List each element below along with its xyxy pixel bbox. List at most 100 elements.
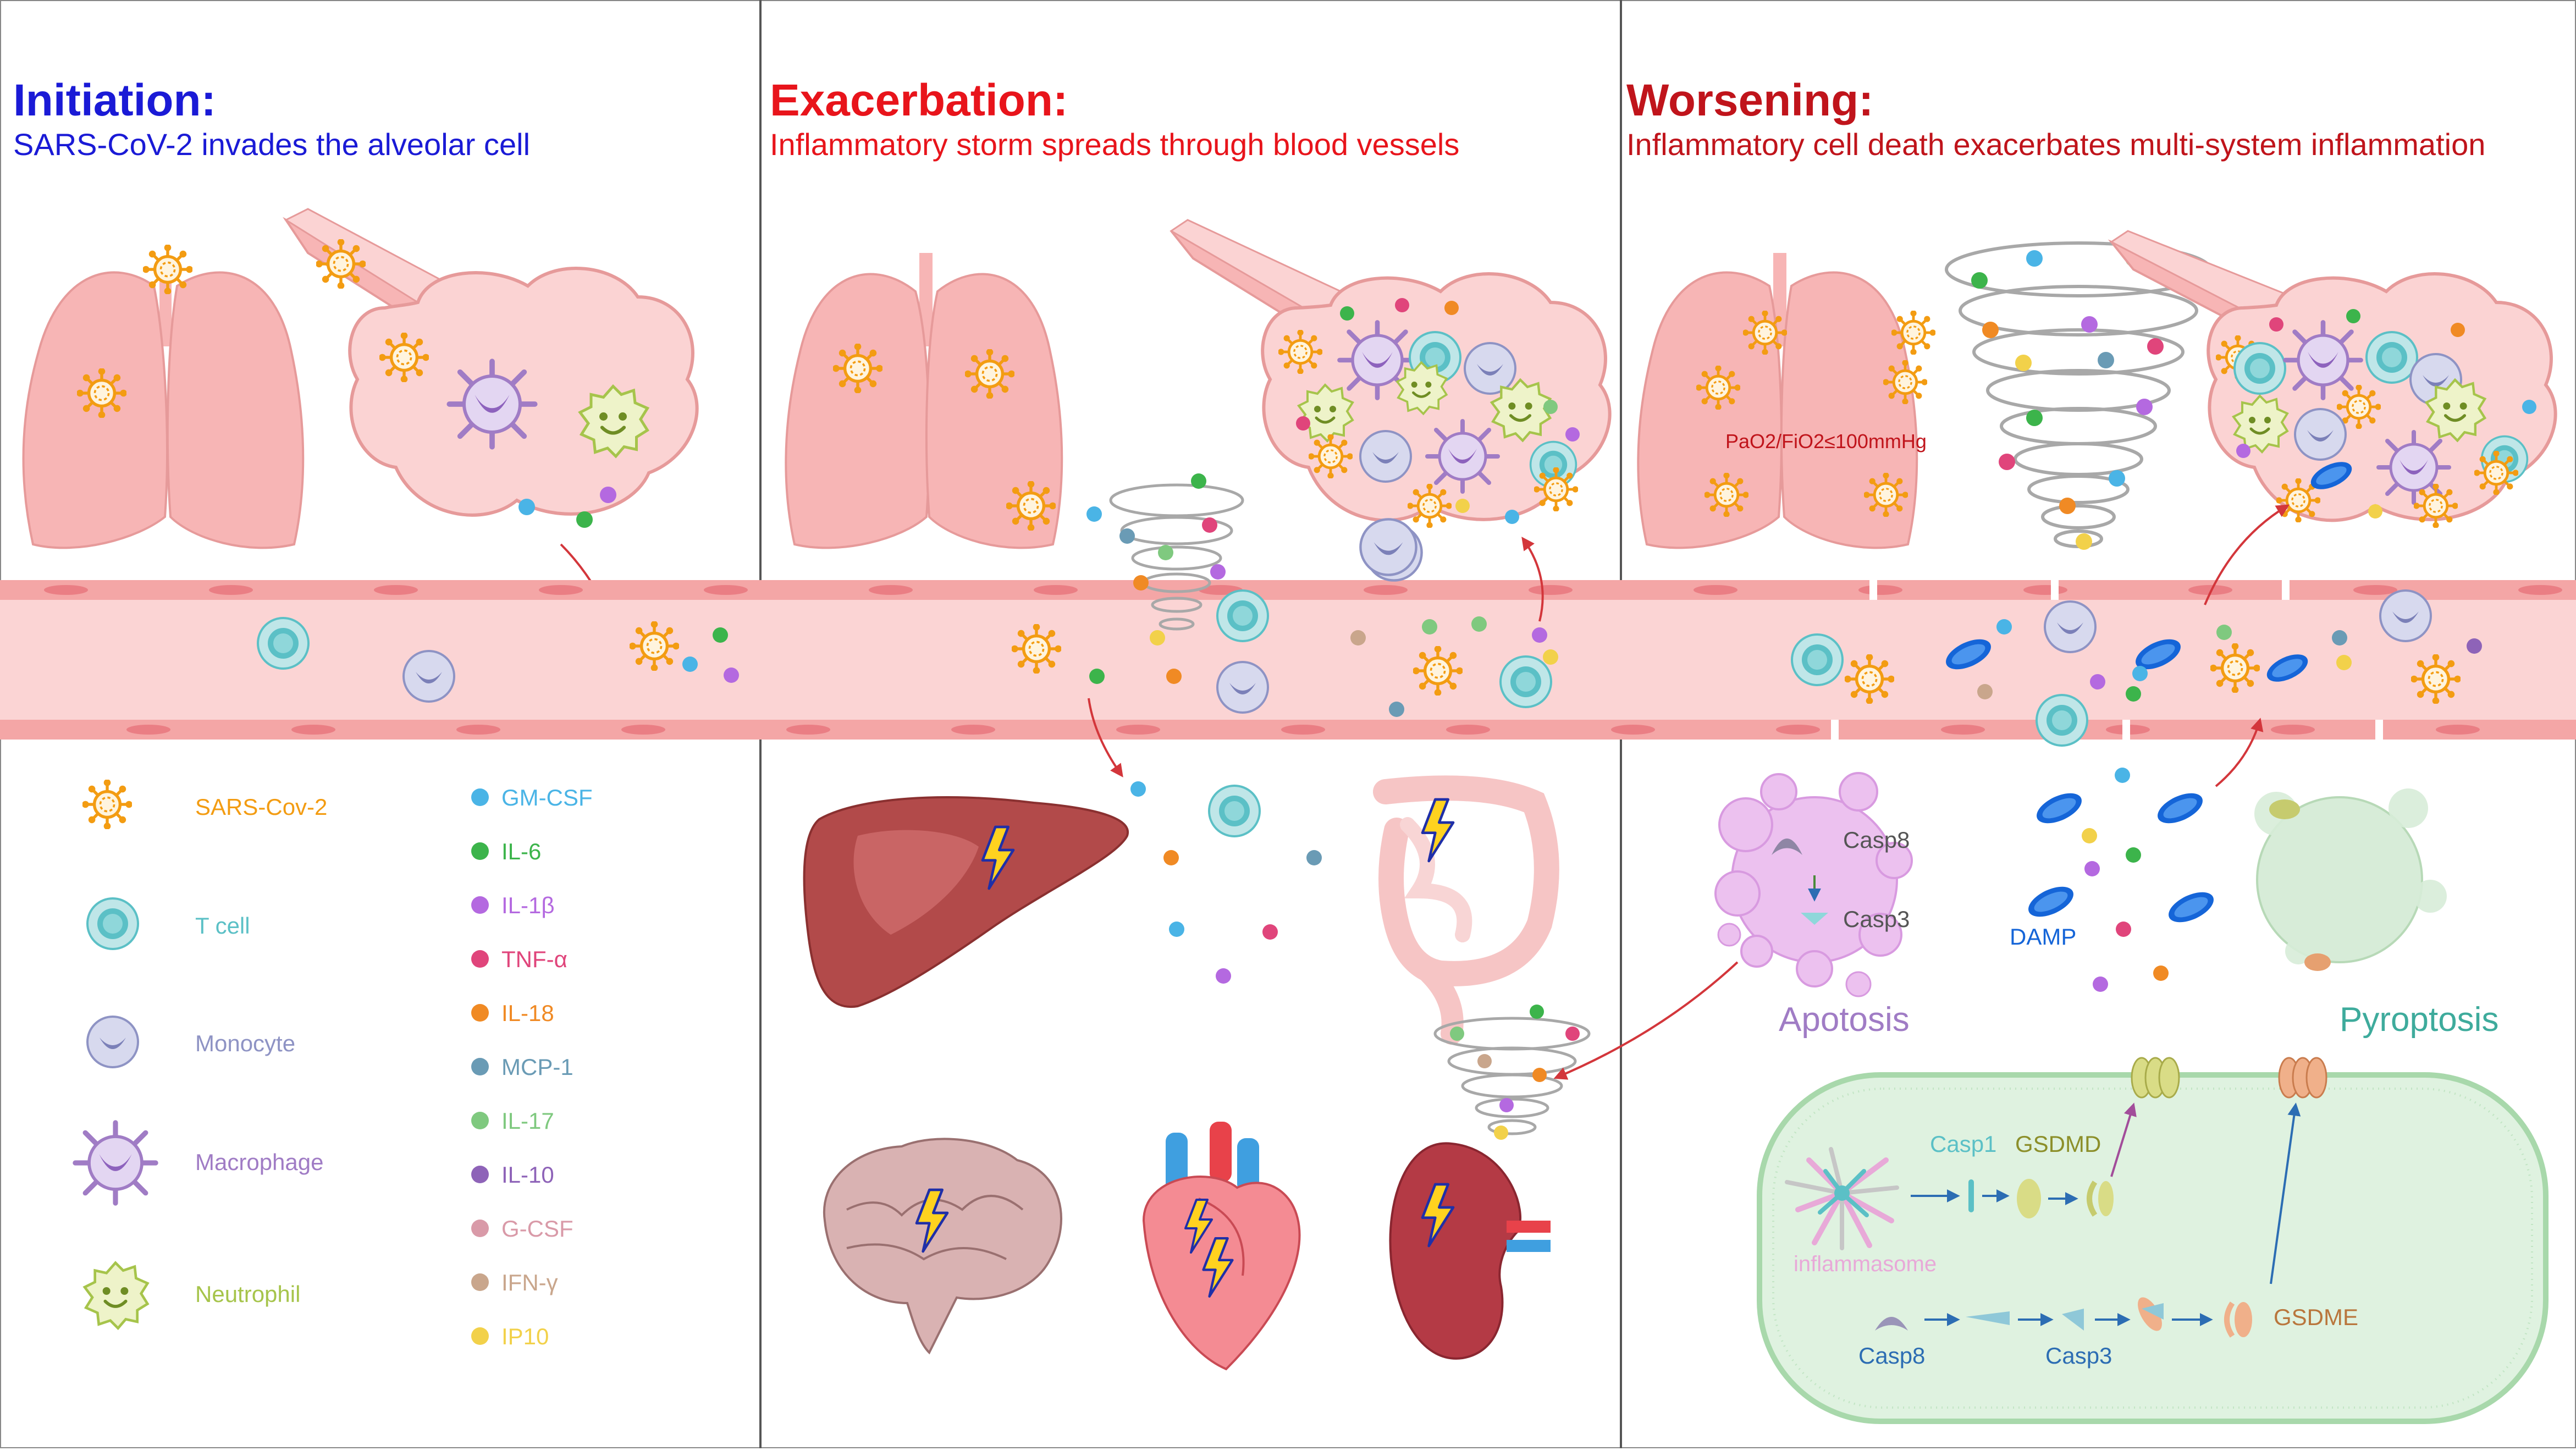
- casp1-label: Casp1: [1930, 1131, 1996, 1157]
- legend-cytokine-dot: [471, 788, 489, 806]
- legend-monocyte-icon: [86, 1016, 139, 1068]
- monocyte-icon: [2294, 408, 2347, 461]
- heading-initiation: Initiation:: [13, 75, 216, 125]
- inflammasome-label: inflammasome: [1794, 1252, 1937, 1276]
- intestine: [1373, 775, 1559, 1045]
- heading-exacerbation: Exacerbation:: [770, 75, 1068, 125]
- legend-cytokine-dot: [471, 950, 489, 968]
- subtitle-exacerbation: Inflammatory storm spreads through blood…: [770, 127, 1459, 162]
- cytokine-gm-csf: [682, 656, 698, 672]
- casp8-label-cell: Casp8: [1843, 827, 1910, 853]
- virus-icon: [142, 244, 193, 295]
- gsdmd-n-fragment-body: [2098, 1181, 2114, 1216]
- monocyte-icon: [1360, 519, 1416, 575]
- damp-cytokines: [2082, 768, 2169, 992]
- t-cell-icon: [1216, 589, 1269, 642]
- vessel-cytokines: [1089, 616, 1558, 717]
- gsdmd-label: GSDMD: [2015, 1131, 2101, 1157]
- return-arrow: [1521, 537, 1544, 622]
- monocyte-icon: [1216, 661, 1269, 714]
- left-lung: [1637, 271, 1783, 549]
- virus-icon: [316, 239, 366, 289]
- lungs-panel2: [785, 253, 1063, 549]
- pathway-cell: [1757, 1072, 2549, 1424]
- left-lung: [22, 271, 168, 549]
- monocyte-icon: [2044, 600, 2097, 653]
- right-lung: [166, 271, 305, 549]
- virus-icon: [1704, 472, 1749, 517]
- virus-icon: [1891, 310, 1936, 355]
- legend-cytokine-label: GM-CSF: [501, 785, 593, 810]
- virus-icon: [2210, 643, 2260, 693]
- virus-icon: [1407, 483, 1452, 528]
- cytokine-storm-tornado-large: [1945, 241, 2212, 548]
- virus-icon: [1278, 329, 1323, 374]
- vessel-leak-gaps: [1831, 580, 2383, 740]
- virus-icon: [832, 343, 883, 394]
- virus-icon: [1696, 365, 1741, 410]
- legend-cytokine-label: IL-18: [501, 1000, 554, 1026]
- cytokine-storm-tornado-lower: [1433, 1017, 1591, 1135]
- scattered-cytokines-panel2: [1130, 781, 1322, 984]
- organ-arrow: [1088, 698, 1123, 777]
- gsdmd-n-fragment: [2087, 1180, 2098, 1217]
- panel3-vessel-cytokines: [1977, 619, 2482, 702]
- legend-cytokine-label: IL-6: [501, 838, 541, 864]
- cytokine-il-6: [713, 627, 728, 643]
- pore-arrow: [2110, 1102, 2137, 1177]
- gsdme-pore-top: [2278, 1057, 2327, 1099]
- monocyte-icon: [2379, 589, 2432, 642]
- legend-cytokine-dot: [471, 1273, 489, 1291]
- cytokine-gm-csf: [518, 499, 535, 515]
- macrophage-icon: [2379, 432, 2449, 503]
- casp8-path-label: Casp8: [1858, 1343, 1925, 1369]
- legend-cytokine-dot: [471, 1058, 489, 1075]
- legend-cytokine-dot: [471, 1112, 489, 1129]
- pyroptosis-label: Pyroptosis: [2340, 1001, 2498, 1039]
- casp3-path-label: Casp3: [2045, 1343, 2112, 1369]
- legend-virus-label: SARS-Cov-2: [195, 794, 327, 820]
- legend-monocyte-label: Monocyte: [195, 1030, 295, 1056]
- virus-icon: [1534, 467, 1579, 512]
- pore-arrow: [2270, 1102, 2301, 1284]
- casp8-path-icon: [1875, 1317, 1908, 1331]
- t-cell-icon: [2365, 331, 2418, 384]
- return-arrow: [2204, 504, 2290, 605]
- virus-icon: [1006, 481, 1056, 531]
- legend-cytokine-label: IP10: [501, 1323, 549, 1349]
- lower-tornado-cytokines: [1450, 1005, 1580, 1140]
- apoptosis-cell: [1714, 772, 1913, 997]
- damp-icon: [2023, 880, 2078, 923]
- virus-icon: [1011, 624, 1062, 674]
- apoptosis-label: Apotosis: [1779, 1001, 1910, 1039]
- cytokine-il-1b: [724, 667, 739, 683]
- subtitle-worsening: Inflammatory cell death exacerbates mult…: [1626, 127, 2485, 162]
- pro-casp3-icon: [1966, 1311, 2010, 1325]
- pao2-fio2-ratio: PaO2/FiO2≤100mmHg: [1725, 430, 1927, 453]
- t-cell-icon: [2036, 694, 2088, 747]
- legend-cytokine-label: MCP-1: [501, 1054, 573, 1080]
- t-cell-icon: [1791, 633, 1844, 686]
- alveolus-cytokines: [1296, 298, 1580, 524]
- legend-cytokine-label: G-CSF: [501, 1216, 573, 1242]
- virus-icon: [2474, 450, 2519, 495]
- legend-cytokine-label: TNF-α: [501, 946, 567, 972]
- virus-icon: [76, 368, 127, 418]
- damp-icon: [2032, 787, 2087, 830]
- tornado-cytokines: [1086, 473, 1226, 645]
- gsdme-cleavage-icon: [2138, 1297, 2164, 1331]
- virus-icon: [1413, 645, 1463, 696]
- alveolus-sac: [348, 266, 699, 517]
- t-cell-icon: [257, 617, 310, 670]
- legend-cytokine-dot: [471, 896, 489, 914]
- gsdme-label: GSDME: [2274, 1304, 2358, 1330]
- legend-t-cell-label: T cell: [195, 913, 250, 939]
- panel3-alveolus-cytokines: [2236, 309, 2536, 518]
- casp1-icon: [1968, 1179, 1974, 1212]
- gsdmd-icon: [2017, 1179, 2041, 1218]
- virus-icon: [1863, 472, 1908, 517]
- macrophage-icon: [449, 361, 534, 446]
- cytokine-il-6: [576, 511, 593, 528]
- virus-icon: [2413, 483, 2458, 528]
